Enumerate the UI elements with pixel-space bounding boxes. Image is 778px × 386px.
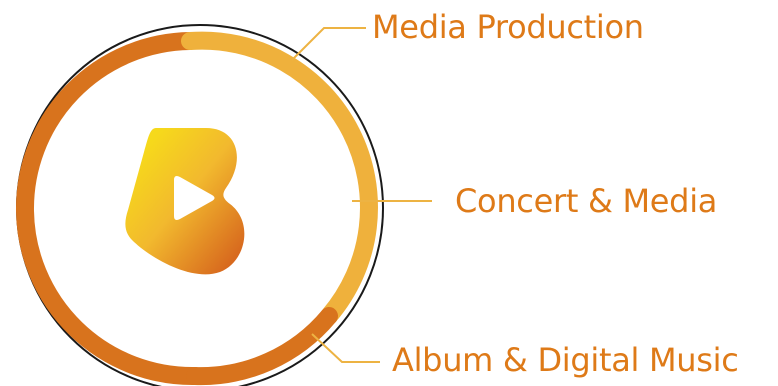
ring-segment-dark bbox=[16, 32, 204, 386]
ring-segment-dark-lower bbox=[186, 307, 338, 386]
connector-album-digital bbox=[311, 333, 380, 363]
connector-media-production bbox=[291, 27, 366, 61]
label-media-production: Media Production bbox=[372, 8, 644, 46]
play-triangle-icon bbox=[174, 176, 215, 220]
ring-segment-light bbox=[181, 31, 378, 325]
label-concert-media: Concert & Media bbox=[455, 182, 718, 220]
label-album-digital-music: Album & Digital Music bbox=[392, 341, 739, 379]
play-b-logo-icon bbox=[125, 128, 245, 275]
